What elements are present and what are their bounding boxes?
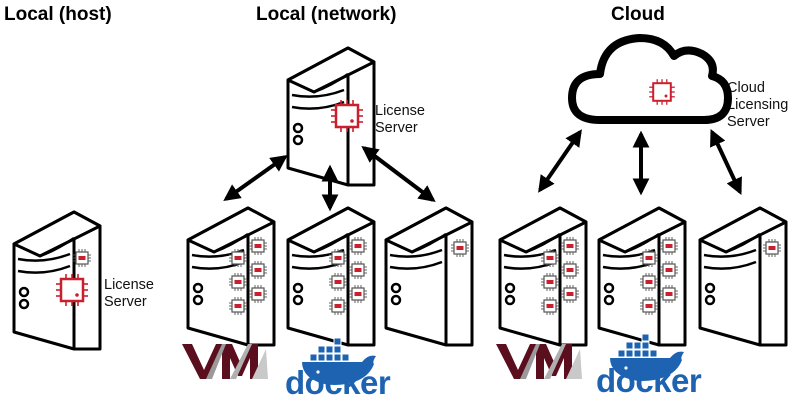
heading-local-host: Local (host) [4,4,112,25]
cloud-client-server-3 [698,206,788,347]
network-license-chip [329,98,365,134]
cloud-client-3-chip [762,238,782,258]
heading-cloud: Cloud [611,4,665,25]
cloud-icon [568,34,732,124]
vm-logo-network [182,344,268,379]
vm-logo-cloud [496,344,582,379]
network-client-3-chip [450,238,470,258]
docker-logo-text-network: docker [285,364,391,401]
host-vca-chip [72,248,92,268]
cloud-license-chip [648,78,676,106]
heading-local-network: Local (network) [256,4,397,25]
host-server [12,210,102,351]
network-arrows [223,145,436,212]
docker-logo-text-cloud: docker [596,362,702,399]
host-license-chip [54,272,90,308]
cloud-arrows [538,128,742,196]
network-client-server-3 [384,206,474,347]
